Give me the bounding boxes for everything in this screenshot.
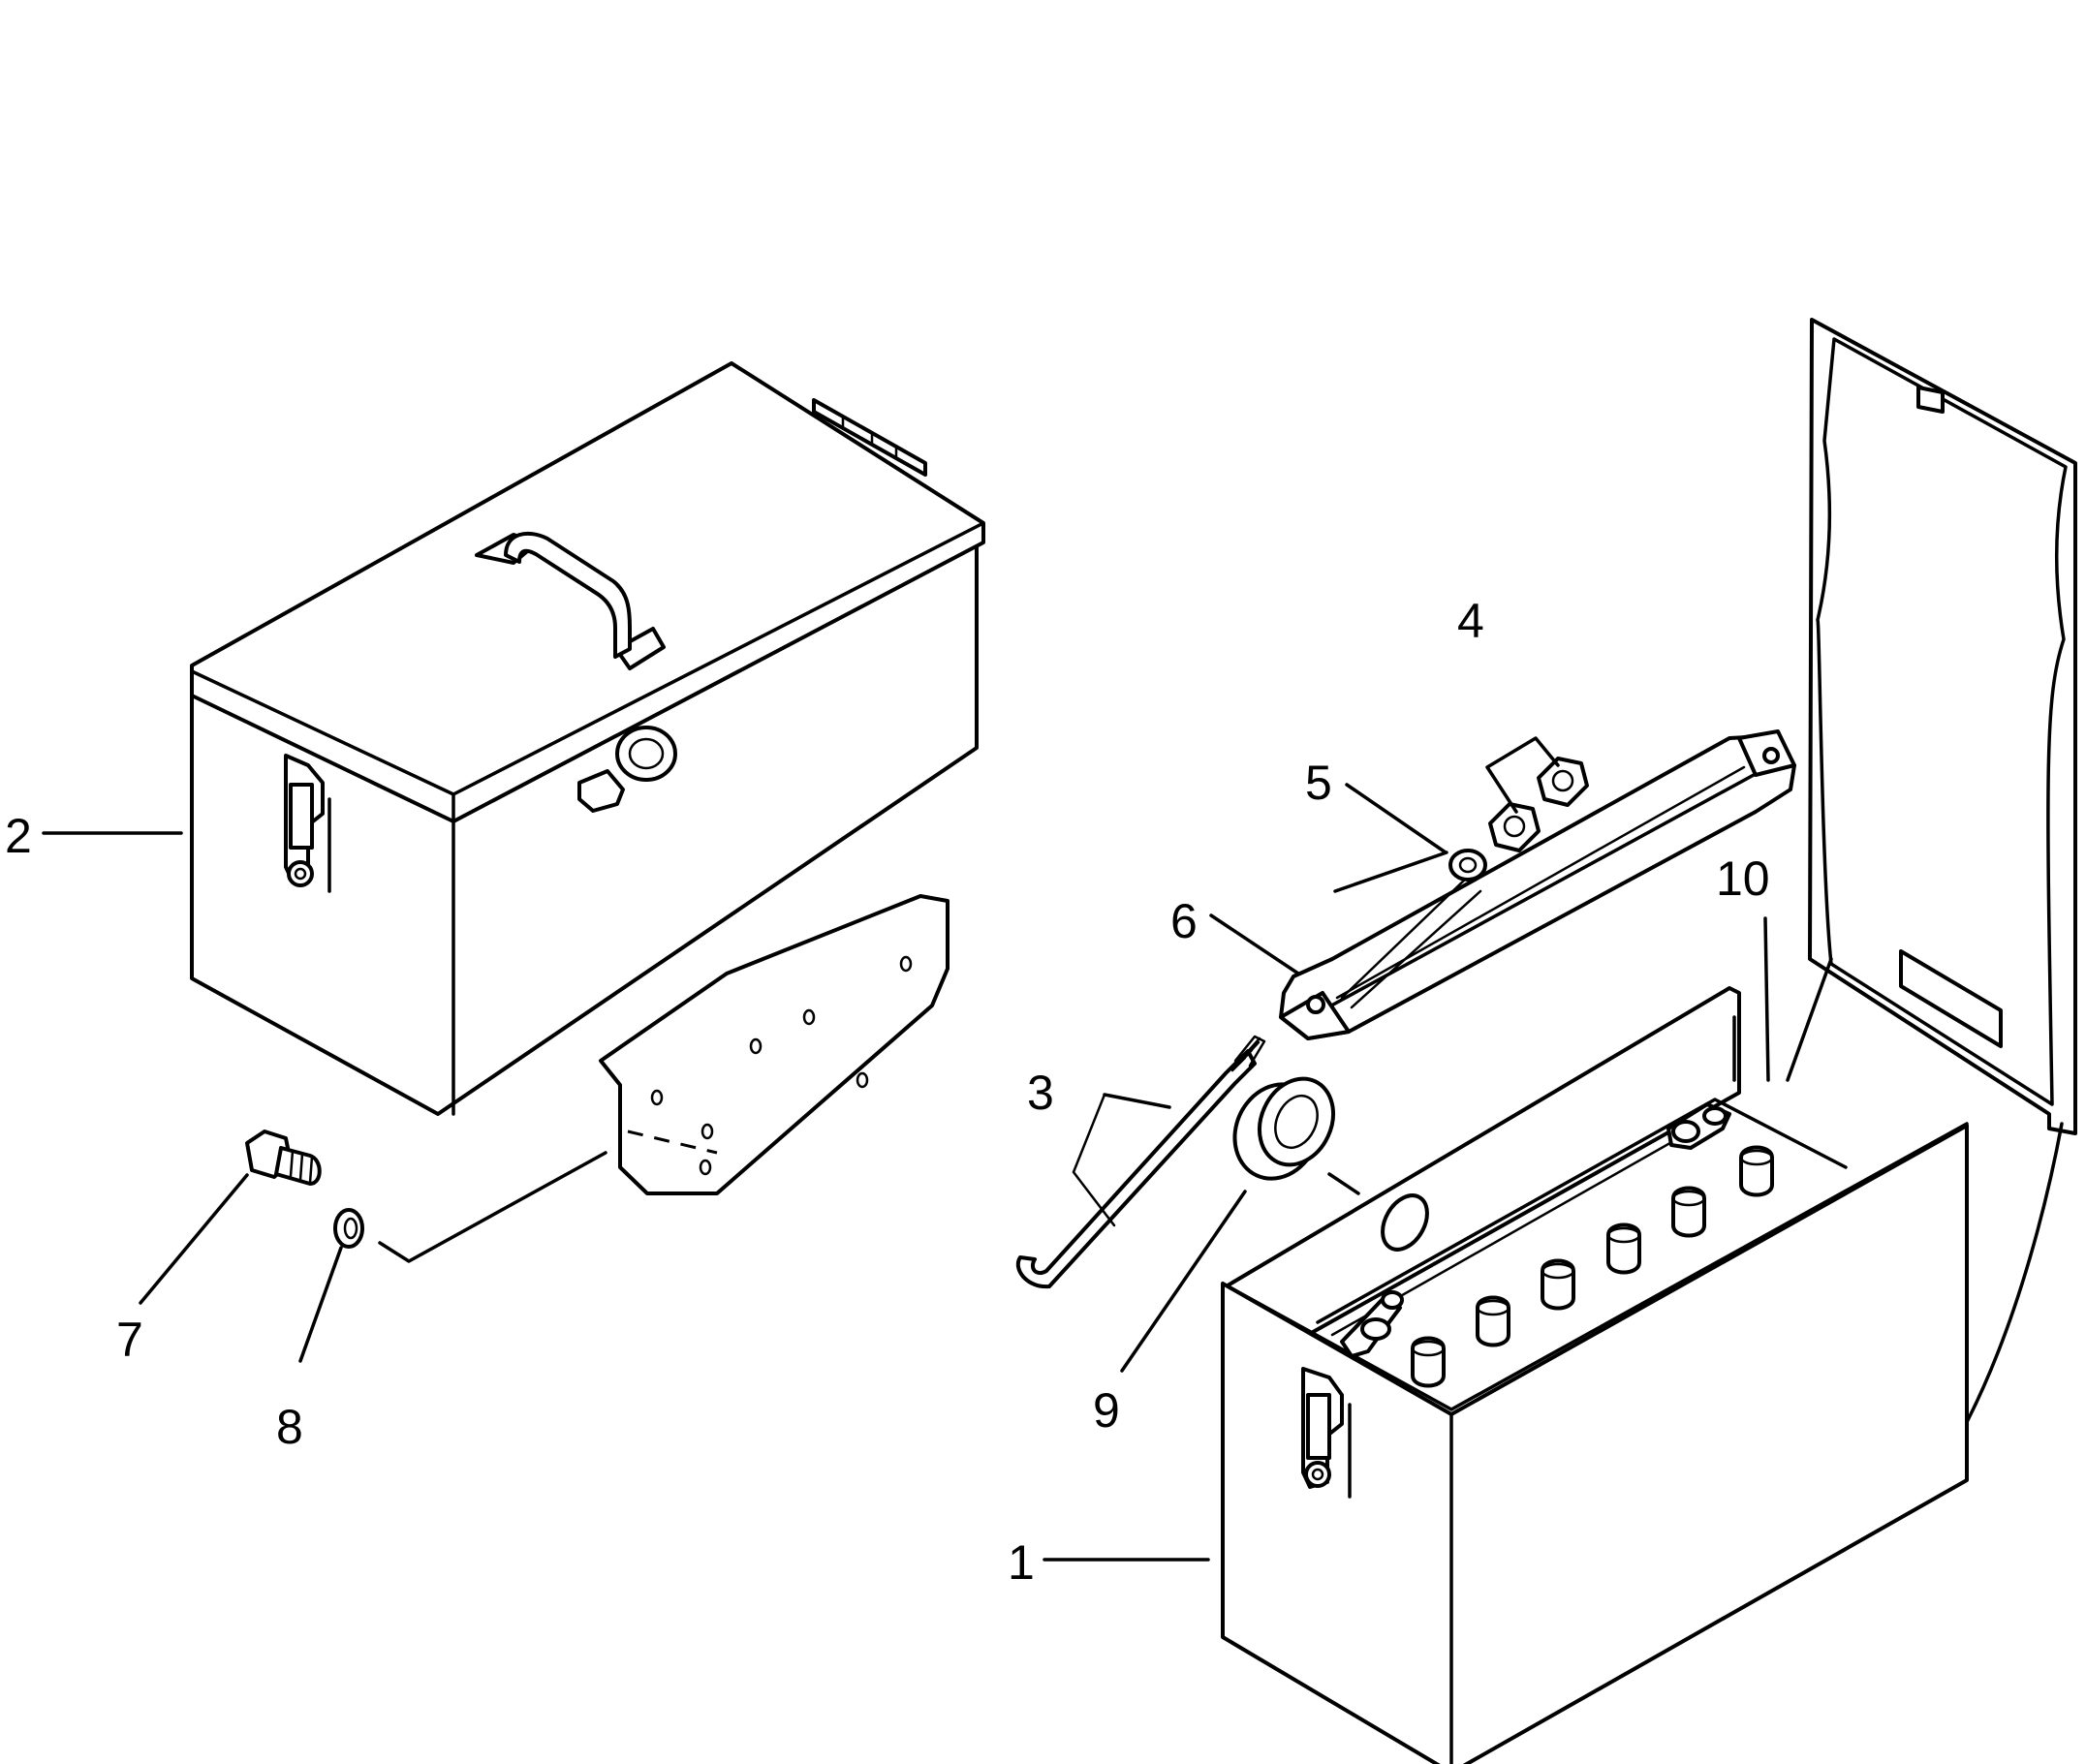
open-lid xyxy=(1808,318,2077,1135)
j-bolt xyxy=(1016,1035,1266,1289)
battery-box-open xyxy=(1221,318,2077,1764)
hold-down-bar xyxy=(1279,729,1796,1040)
lid-handle xyxy=(475,531,666,670)
callout-labels: 2 4 5 6 10 3 7 8 9 1 xyxy=(5,594,1770,1590)
callout-8: 8 xyxy=(276,1400,303,1454)
callout-10: 10 xyxy=(1716,851,1770,906)
callout-2: 2 xyxy=(5,809,32,863)
battery-cells xyxy=(1411,1145,1774,1388)
callout-6: 6 xyxy=(1170,894,1198,948)
callout-1: 1 xyxy=(1008,1535,1035,1590)
mounting-bracket xyxy=(599,894,950,1195)
callout-9: 9 xyxy=(1093,1383,1120,1438)
callout-5: 5 xyxy=(1305,756,1332,810)
assembly-line-washer xyxy=(378,1151,607,1263)
battery-terminal-front xyxy=(1340,1290,1404,1358)
vent-grommet xyxy=(1232,1076,1335,1181)
latch-right-box xyxy=(1301,1367,1352,1499)
leader-4-bracket xyxy=(1485,736,1560,814)
washer xyxy=(333,1208,364,1249)
leader-lines xyxy=(42,783,1833,1562)
assembly-line-bar xyxy=(1340,875,1482,1009)
bolt xyxy=(245,1130,322,1186)
battery-terminal-rear xyxy=(1666,1102,1731,1150)
latch-left-box xyxy=(284,754,331,893)
callout-7: 7 xyxy=(116,1313,143,1367)
assembly-line-grommet xyxy=(1327,1172,1360,1195)
battery-box-closed xyxy=(190,361,985,1195)
flat-washer xyxy=(1448,849,1487,882)
nuts xyxy=(1488,757,1589,852)
callout-4: 4 xyxy=(1457,594,1484,648)
callout-3: 3 xyxy=(1027,1066,1054,1120)
